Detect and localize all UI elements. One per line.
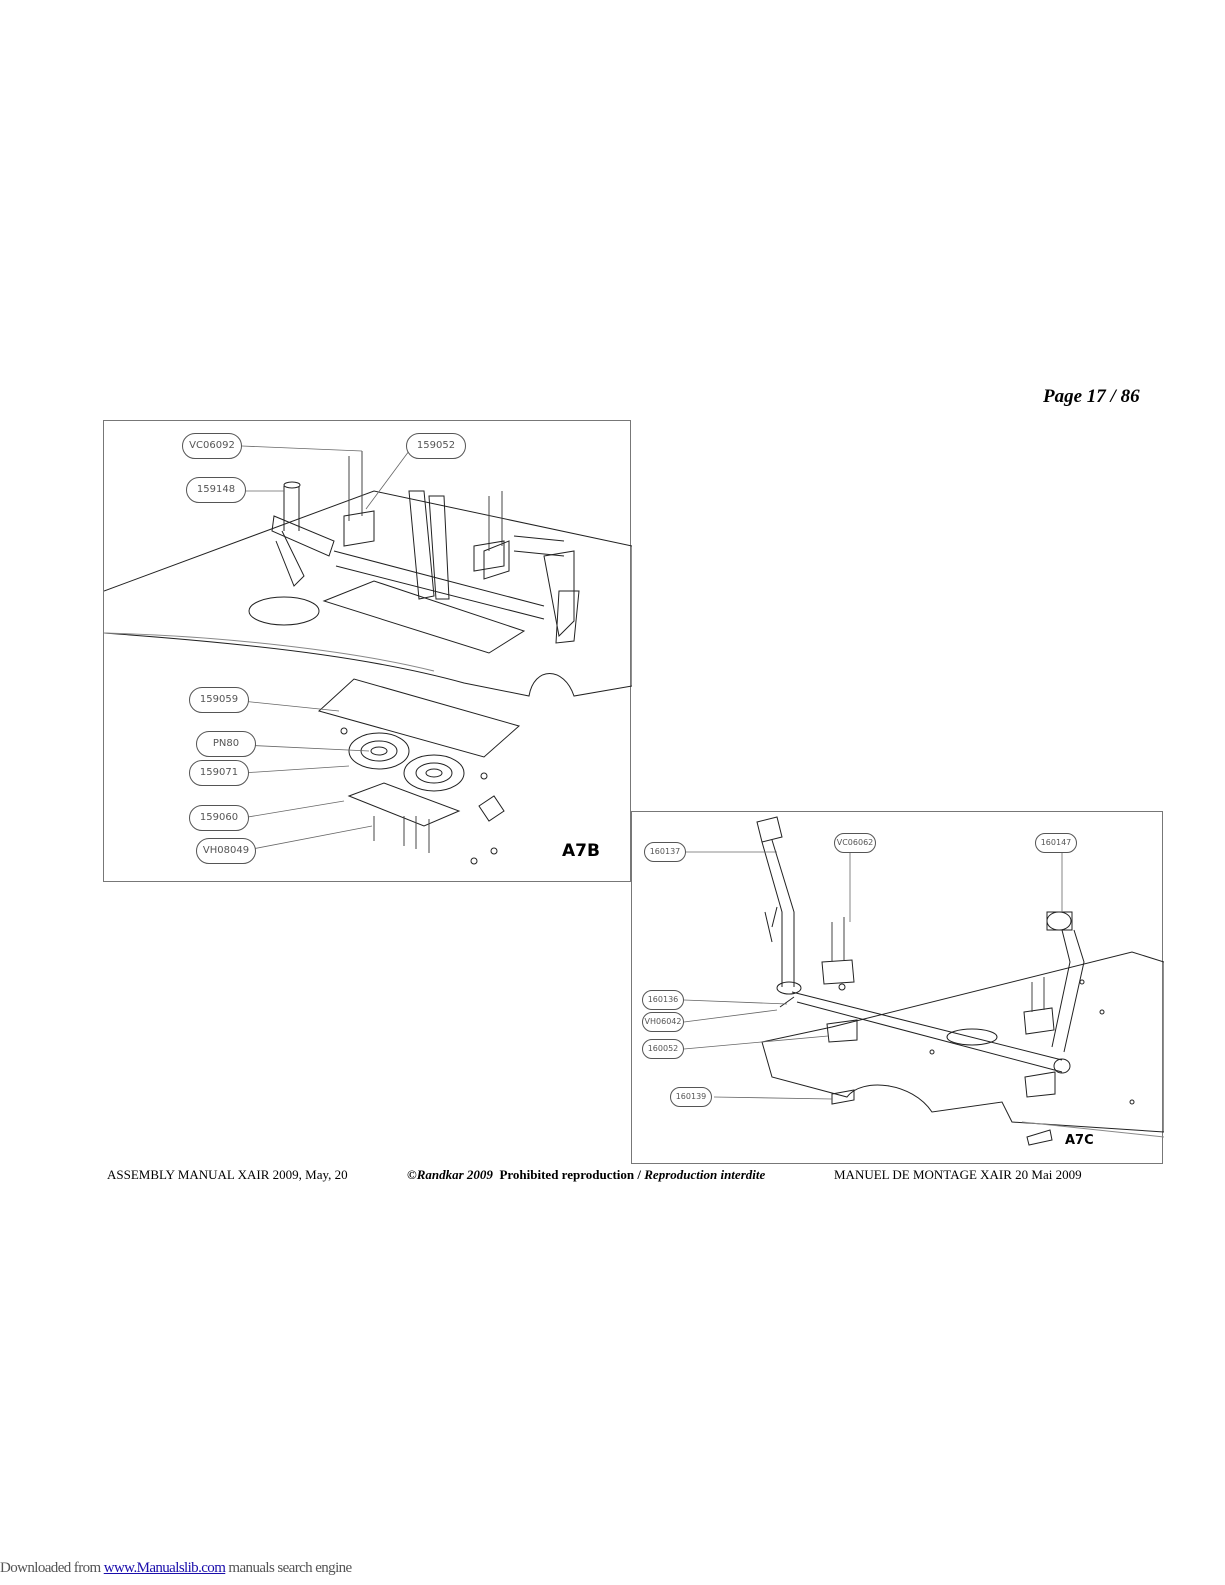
a7c-drawing [683, 816, 1164, 1146]
a7b-drawing [104, 445, 632, 865]
callout-160052: 160052 [642, 1039, 684, 1059]
prohibited-en: Prohibited reproduction / [499, 1167, 642, 1182]
callout-159148: 159148 [186, 477, 246, 503]
callout-160136: 160136 [642, 990, 684, 1010]
footer-copyright: ©Randkar 2009 Prohibited reproduction / … [407, 1167, 765, 1183]
callout-vc06062: VC06062 [834, 833, 876, 853]
download-prefix: Downloaded from [0, 1560, 101, 1576]
manualslib-link[interactable]: www.Manualslib.com [103, 1560, 226, 1576]
footer-left: ASSEMBLY MANUAL XAIR 2009, May, 20 [107, 1167, 348, 1182]
callout-160147: 160147 [1035, 833, 1077, 853]
callout-159059: 159059 [189, 687, 249, 713]
figure-a7c: 160137 VC06062 160147 160136 VH06042 160… [631, 811, 1164, 1164]
callout-160139: 160139 [670, 1087, 712, 1107]
copyright-symbol: © [407, 1167, 417, 1182]
callout-vh06042: VH06042 [642, 1012, 684, 1032]
callout-159071: 159071 [189, 760, 249, 786]
footer-right: MANUEL DE MONTAGE XAIR 20 Mai 2009 [834, 1167, 1082, 1182]
prohibited-fr: Reproduction interdite [644, 1167, 766, 1182]
callout-159052: 159052 [406, 433, 466, 459]
copyright-brand: Randkar 2009 [416, 1167, 493, 1182]
callout-159060: 159060 [189, 805, 249, 831]
callout-pn80: PN80 [196, 731, 256, 757]
page-number: Page 17 / 86 [1043, 386, 1140, 407]
figure-id-a7c: A7C [1065, 1133, 1094, 1148]
figure-a7b: VC06092 159052 159148 159059 PN80 159071… [103, 420, 632, 882]
download-suffix: manuals search engine [225, 1560, 352, 1576]
callout-vc06092: VC06092 [182, 433, 242, 459]
callout-vh08049: VH08049 [196, 838, 256, 864]
callout-160137: 160137 [644, 842, 686, 862]
figure-id-a7b: A7B [562, 841, 600, 861]
download-notice: Downloaded from www.Manualslib.com manua… [0, 1560, 352, 1577]
